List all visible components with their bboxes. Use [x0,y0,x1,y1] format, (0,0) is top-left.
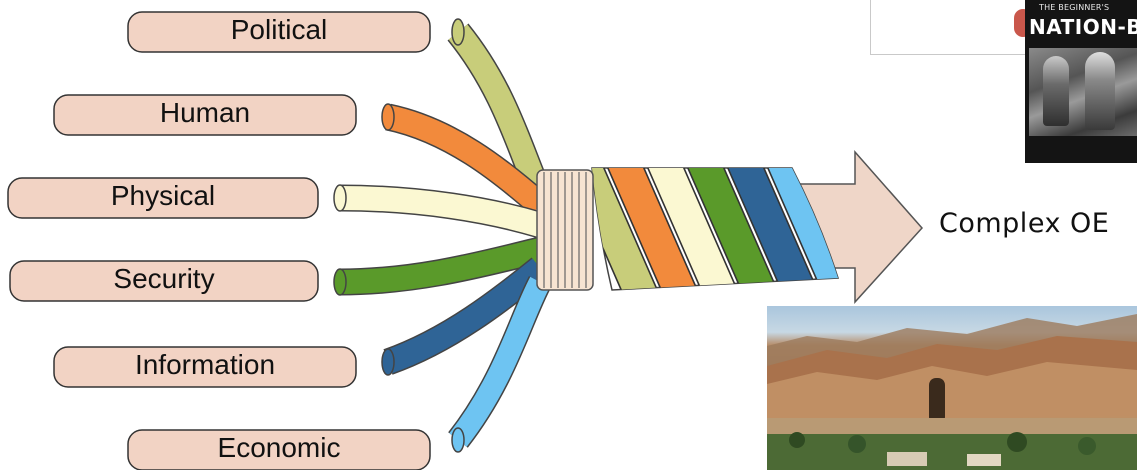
strand-security [339,238,543,294]
rope-twist-human [599,168,707,290]
label-political: Political [230,14,328,45]
strand-labels [7,11,431,470]
rope-twist-economic [759,168,838,290]
label-pill-security [9,260,319,302]
label-pill-economic [127,429,431,470]
book-figure-child [1085,52,1115,130]
label-pill-human [53,94,357,136]
label-pill-political [127,11,431,53]
rope-twist-information [719,168,827,290]
strand-end-information [381,348,395,376]
label-security: Security [113,263,215,294]
rope-twist-political [592,168,667,290]
strand-end-economic [451,427,465,453]
rope-twist-physical [639,168,747,290]
complex-oe-label: Complex OE [939,208,1110,239]
label-pill-information [53,346,357,388]
rope-binding [536,169,594,291]
strand-end-physical [333,184,347,212]
strand-end-political [451,18,465,46]
book-figure-soldier [1043,56,1069,126]
strand-end-human [381,103,395,131]
label-economic: Economic [217,432,341,463]
landscape-photo-art [767,314,1137,470]
book-kicker: THE BEGINNER'S [1039,3,1110,12]
strand-tubes [333,18,553,453]
book-cover-photo [1029,48,1137,136]
landscape-photo [767,306,1137,470]
label-physical: Physical [110,180,216,211]
twisted-rope [591,167,840,291]
strand-physical [339,186,544,237]
strand-information [383,258,548,374]
rope-twist-security [679,168,787,290]
strand-end-security [333,268,347,296]
strand-human [385,105,548,215]
strand-political [448,24,551,200]
label-human: Human [159,97,251,128]
label-pill-physical [7,177,319,219]
book-cover-image: THE BEGINNER'S NATION-BU [1025,0,1137,163]
label-information: Information [134,349,276,380]
book-title: NATION-BU [1029,15,1137,39]
strand-economic [449,276,550,447]
